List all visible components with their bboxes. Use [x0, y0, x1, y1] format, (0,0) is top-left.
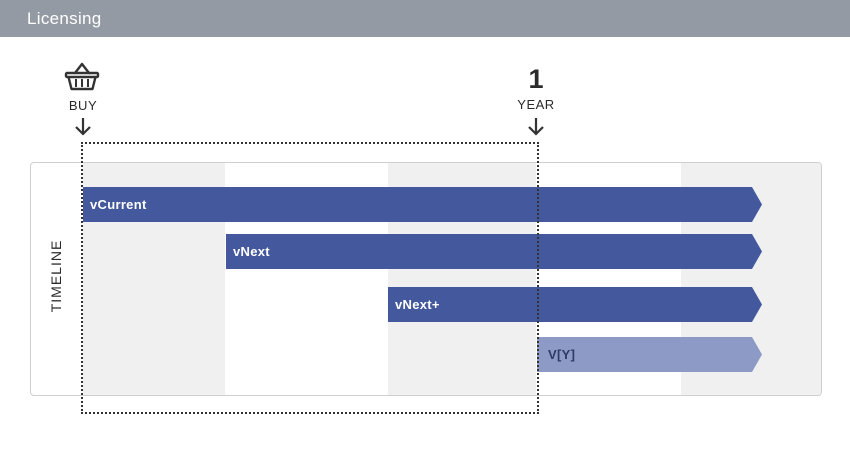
bar-label: vNext+	[395, 297, 440, 312]
bar-label: vNext	[233, 244, 270, 259]
year-label: YEAR	[517, 97, 555, 112]
release-bar-vnext: vNext	[226, 234, 762, 269]
license-window-outline	[81, 142, 539, 414]
buy-label: BUY	[68, 98, 98, 113]
bar-label: V[Y]	[548, 347, 576, 362]
arrow-down-icon	[528, 118, 544, 136]
timeline-axis-label: TIMELINE	[48, 239, 64, 313]
basket-icon	[64, 62, 100, 91]
bar-label: vCurrent	[90, 197, 147, 212]
year-number: 1	[528, 64, 544, 94]
header-bar: Licensing	[0, 0, 850, 37]
release-bar-vcurrent: vCurrent	[83, 187, 762, 222]
release-bar-vnext-plus: vNext+	[388, 287, 762, 322]
arrow-down-icon	[75, 118, 91, 136]
page-title: Licensing	[27, 9, 102, 28]
release-bar-vy: V[Y]	[537, 337, 762, 372]
